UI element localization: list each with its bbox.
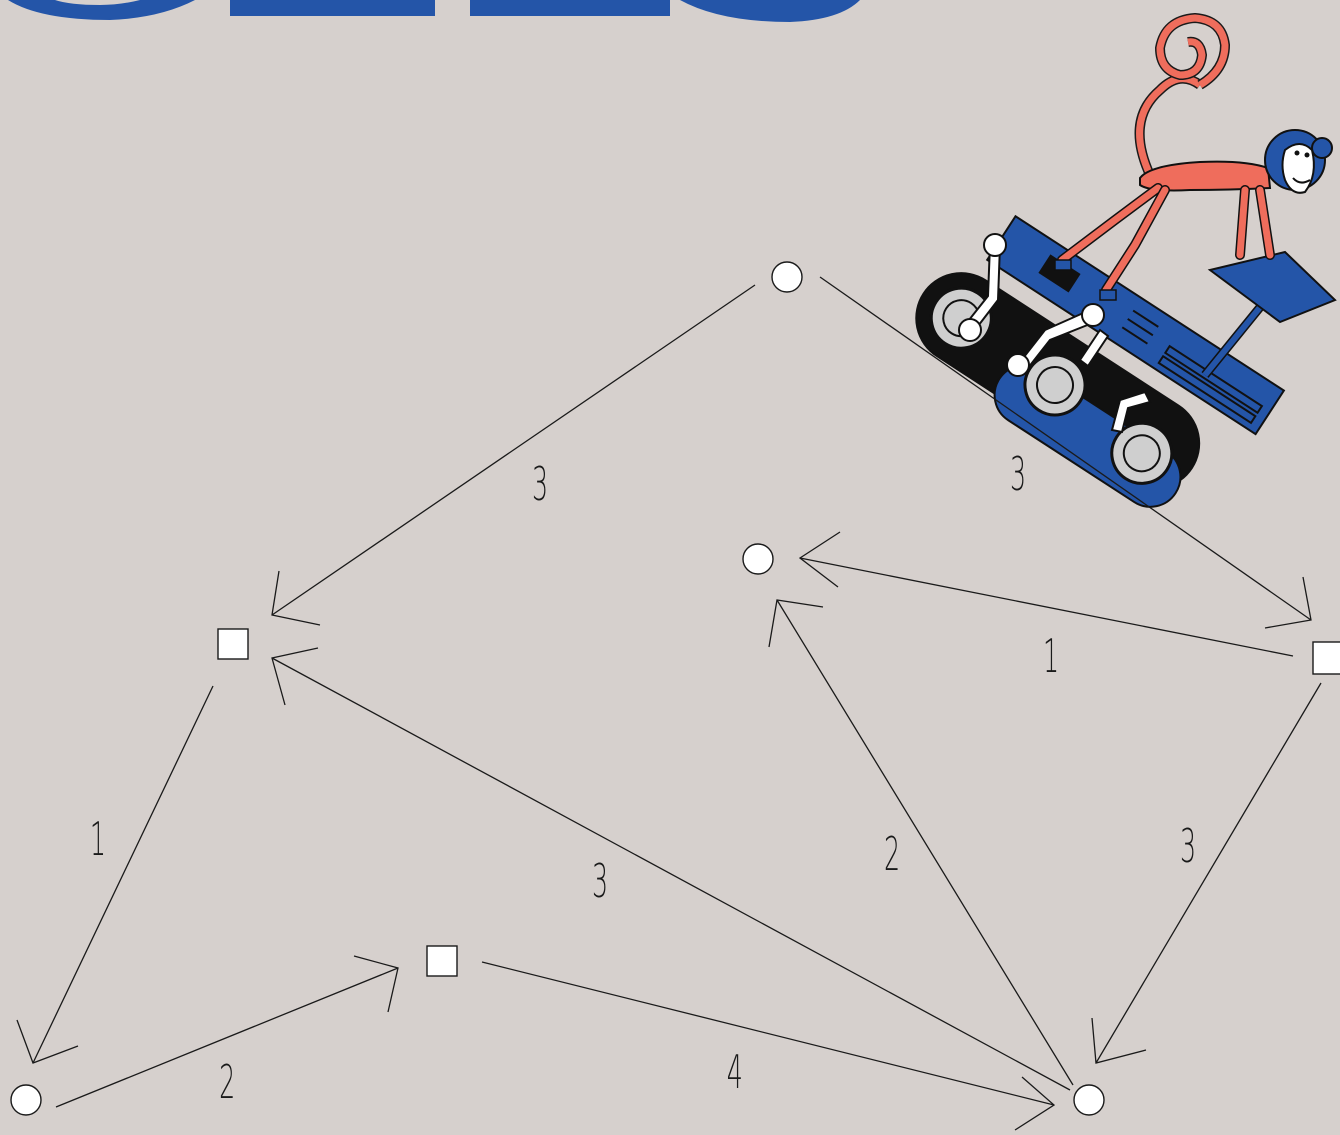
node-g [1074, 1085, 1104, 1115]
edge-a-c [272, 285, 755, 615]
weight-d-g: 3 [1180, 820, 1196, 873]
edge-c-e [33, 686, 213, 1063]
edge-g-b [777, 600, 1073, 1085]
monkey-robot-illustration [891, 18, 1335, 537]
node-e [11, 1085, 41, 1115]
weight-c-e: 1 [90, 813, 106, 866]
edge-g-c [272, 658, 1070, 1090]
weight-a-d: 3 [1010, 448, 1026, 501]
arrowhead-c-e [17, 1020, 78, 1063]
weight-d-b: 1 [1043, 630, 1059, 683]
arrowhead-a-d [1265, 577, 1311, 628]
node-f [427, 946, 457, 976]
node-b [743, 544, 773, 574]
title-lettering [8, 0, 860, 22]
arrowhead-g-b [769, 600, 823, 647]
weight-f-g: 4 [727, 1046, 743, 1099]
node-c [218, 629, 248, 659]
arrowhead-g-c [272, 648, 318, 705]
arrowhead-e-f [354, 956, 398, 1012]
edge-f-g [482, 962, 1054, 1105]
label-layer: 3 3 1 1 2 3 2 3 4 [90, 448, 1196, 1109]
weight-g-c: 3 [592, 855, 608, 908]
weight-a-c: 3 [532, 458, 548, 511]
node-d [1313, 642, 1340, 674]
edge-d-g [1096, 683, 1321, 1063]
node-a [772, 262, 802, 292]
weight-g-b: 2 [884, 828, 900, 881]
weight-e-f: 2 [219, 1056, 235, 1109]
